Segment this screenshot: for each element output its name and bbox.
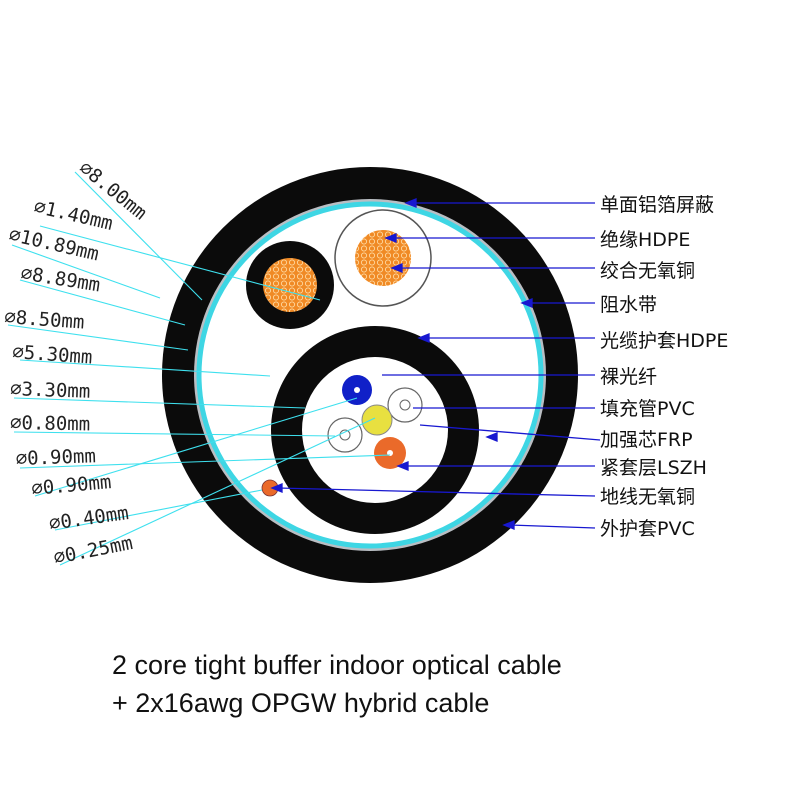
dimension-labels: ⌀8.00mm ⌀1.40mm ⌀10.89mm ⌀8.89mm ⌀8.50mm… bbox=[4, 157, 151, 569]
dimension-leader-lines bbox=[7, 171, 391, 566]
dim-label-10: ⌀0.90mm bbox=[31, 471, 113, 500]
filler-tube-pvc-1-core bbox=[399, 399, 411, 411]
label-bare-fiber: 裸光纤 bbox=[600, 366, 657, 388]
dim-label-8: ⌀0.80mm bbox=[10, 412, 90, 435]
dim-label-5: ⌀8.50mm bbox=[4, 306, 85, 334]
label-aluminum-shield: 单面铝箔屏蔽 bbox=[600, 194, 714, 216]
label-ground-wire-copper: 地线无氧铜 bbox=[600, 486, 695, 508]
label-tight-buffer-lszh: 紧套层LSZH bbox=[600, 457, 707, 479]
dim-label-11: ⌀0.40mm bbox=[48, 502, 130, 535]
dim-label-6: ⌀5.30mm bbox=[12, 341, 93, 369]
label-filler-tube-pvc: 填充管PVC bbox=[600, 398, 695, 420]
dim-label-9: ⌀0.90mm bbox=[15, 445, 96, 470]
label-water-blocking-tape: 阻水带 bbox=[600, 294, 657, 316]
dim-label-7: ⌀3.30mm bbox=[10, 378, 91, 403]
caption-line-1: 2 core tight buffer indoor optical cable bbox=[112, 650, 562, 680]
component-labels: 单面铝箔屏蔽 绝缘HDPE 绞合无氧铜 阻水带 光缆护套HDPE 裸光纤 填充管… bbox=[600, 194, 728, 540]
fiber-core-orange bbox=[387, 450, 393, 456]
fiber-core-blue bbox=[354, 387, 360, 393]
component-pointer-lines bbox=[270, 198, 601, 530]
label-outer-jacket-pvc: 外护套PVC bbox=[600, 518, 695, 540]
copper-core-1 bbox=[263, 258, 317, 312]
caption-line-2: + 2x16awg OPGW hybrid cable bbox=[112, 688, 490, 718]
label-stranded-copper: 绞合无氧铜 bbox=[600, 260, 695, 282]
label-insulation-hdpe: 绝缘HDPE bbox=[600, 229, 690, 251]
filler-tube-pvc-2-core bbox=[339, 429, 351, 441]
dim-label-12: ⌀0.25mm bbox=[52, 532, 135, 569]
label-optical-sheath-hdpe: 光缆护套HDPE bbox=[600, 330, 728, 352]
label-strength-member-frp: 加强芯FRP bbox=[600, 429, 693, 451]
strength-member-frp bbox=[361, 404, 393, 436]
copper-core-2 bbox=[355, 230, 411, 286]
dim-label-2: ⌀1.40mm bbox=[32, 195, 115, 234]
